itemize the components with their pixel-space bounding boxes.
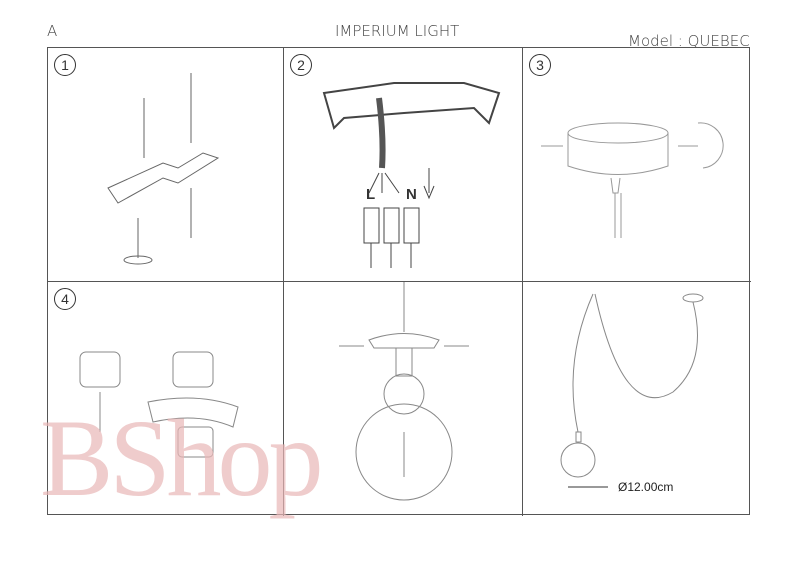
step-number: 2 <box>290 54 312 76</box>
instruction-grid: 1 2 L N 3 4 <box>47 47 751 516</box>
model-label: Model : QUEBEC <box>628 32 750 50</box>
step-2-panel: 2 L N <box>284 48 523 282</box>
diameter-label: Ø12.00cm <box>618 480 674 494</box>
step-number: 4 <box>54 288 76 310</box>
bulb-globe-drawing <box>339 282 469 501</box>
bracket-mounting-drawing <box>107 73 220 265</box>
neutral-label: N <box>406 186 417 203</box>
step-5-panel <box>284 282 523 516</box>
step-number: 1 <box>54 54 76 76</box>
page-letter: A <box>47 22 58 40</box>
pendant-drawing <box>560 293 704 488</box>
live-label: L <box>366 186 376 203</box>
brand-title: IMPERIUM LIGHT <box>335 22 460 40</box>
canopy-drawing <box>541 122 724 238</box>
step-number: 3 <box>529 54 551 76</box>
step-4-panel: 4 <box>48 282 284 516</box>
wiring-drawing <box>322 82 501 268</box>
socket-assembly-drawing <box>79 351 239 458</box>
step-1-panel: 1 <box>48 48 284 282</box>
step-3-panel: 3 <box>523 48 751 282</box>
final-product-panel: Ø12.00cm <box>523 282 751 516</box>
